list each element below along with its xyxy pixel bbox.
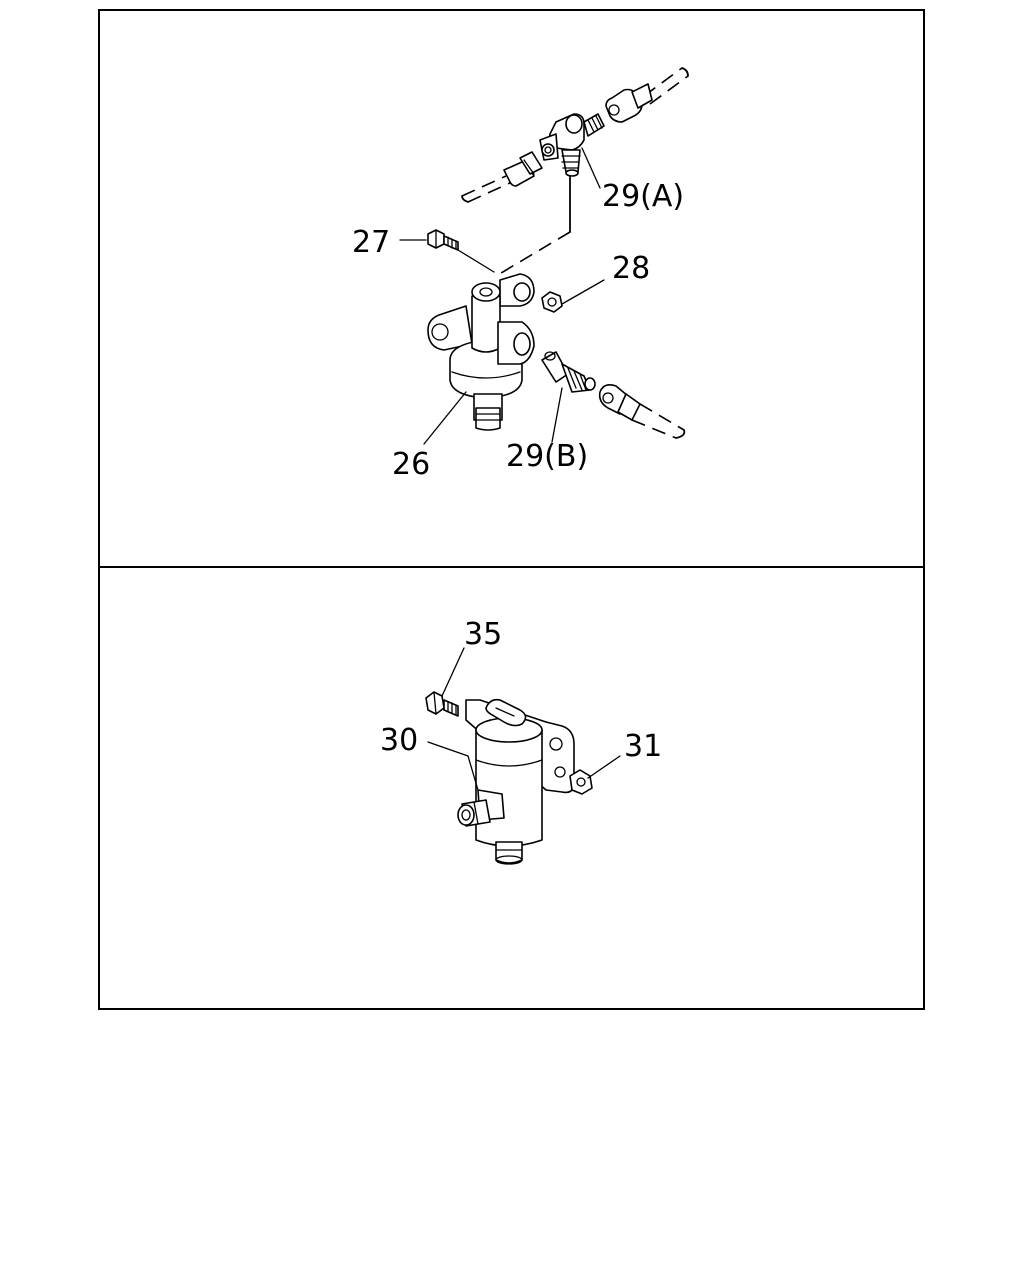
diagram-frame — [98, 9, 925, 1010]
filter-body-30 — [457, 698, 575, 865]
assembly-link-line — [495, 175, 571, 277]
leader-lines-top — [399, 147, 605, 445]
part-label-35: 35 — [464, 617, 502, 652]
leader-lines-bottom — [427, 647, 621, 791]
tee-fitting-29a — [539, 113, 605, 177]
fitting-29b — [541, 351, 596, 393]
nut-31 — [569, 769, 593, 795]
hose-upper-right — [605, 67, 689, 123]
part-label-27: 27 — [352, 225, 390, 260]
bolt-35 — [425, 691, 459, 717]
part-label-30: 30 — [380, 723, 418, 758]
hose-lower-right — [598, 384, 686, 439]
part-label-29a: 29(A) — [602, 179, 684, 214]
bottom-panel: 35 30 31 — [380, 617, 662, 865]
bolt-27 — [427, 229, 459, 251]
valve-body-26 — [427, 273, 535, 431]
part-label-29b: 29(B) — [506, 439, 588, 474]
part-label-26: 26 — [392, 447, 430, 482]
part-label-31: 31 — [624, 729, 662, 764]
nut-28 — [541, 291, 563, 313]
part-label-28: 28 — [612, 251, 650, 286]
hose-upper-left — [461, 151, 543, 203]
top-panel: 27 28 29(A) 26 29(B) — [352, 67, 689, 482]
